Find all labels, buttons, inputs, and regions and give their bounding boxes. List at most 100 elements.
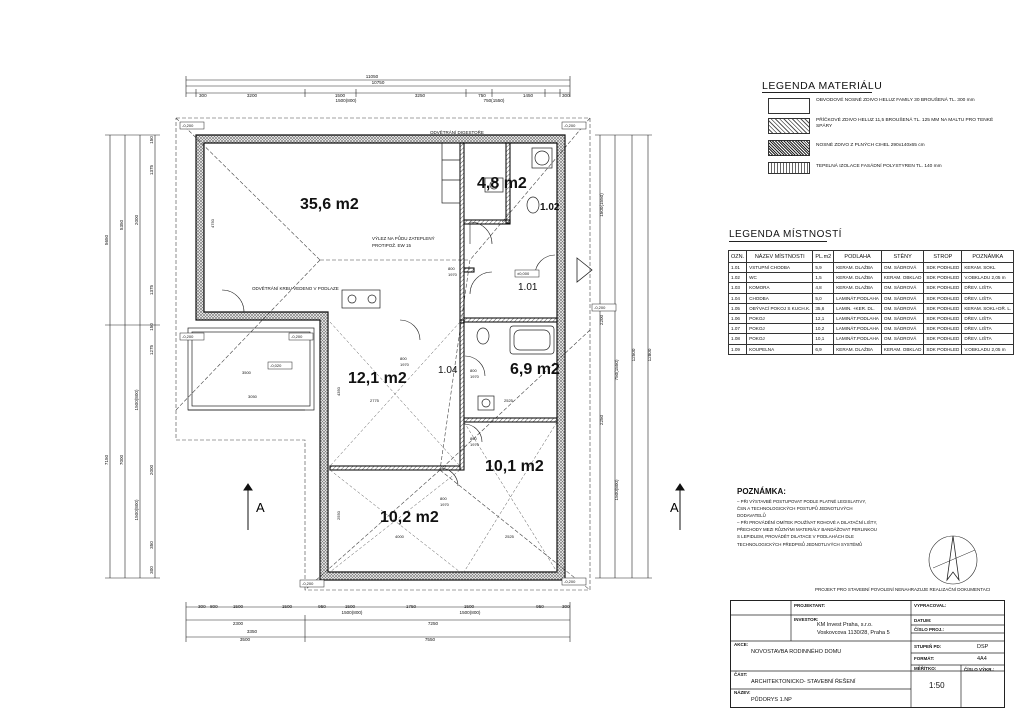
room-legend-cell: SDK PODHLED <box>923 282 963 294</box>
tb-meritko-label: MĚŘÍTKO: <box>914 666 937 671</box>
dim-left-1500: 1500(800) <box>134 389 139 410</box>
left-dimension-lines <box>105 134 160 579</box>
room-legend-cell: 1.07 <box>727 323 748 335</box>
level-3: -0,200 <box>182 334 194 339</box>
right-dimension-lines <box>595 134 652 579</box>
room-legend-cell: KOUPELNA <box>746 343 814 355</box>
dim-r2: 3200 <box>247 93 258 98</box>
dim-b10: 300 <box>562 604 570 609</box>
kitchen-counter <box>341 142 461 309</box>
door-dim-1970b: 1970 <box>448 272 458 277</box>
room-legend-cell: 35,6 <box>812 302 835 314</box>
tb-nazev-label: NÁZEV: <box>734 690 751 695</box>
room-legend-cell: SDK PODHLED <box>923 302 963 314</box>
room-table-header: OZN. NÁZEV MÍSTNOSTI PL.m2 PODLAHA STĚNY… <box>727 250 1015 263</box>
swatch-insulation <box>768 162 810 174</box>
room-legend-cell: OM. SÁDROVÁ <box>880 312 925 325</box>
dim-sub2: 750(1550) <box>484 98 505 103</box>
room-legend-cell: LAMINÁT.PODLAHA <box>833 312 882 325</box>
dim-r5: 750 <box>478 93 486 98</box>
room-legend-cell: 1.01 <box>727 261 748 274</box>
col-floor: PODLAHA <box>833 250 882 263</box>
dim-left-1275: 1275 <box>149 344 154 355</box>
tb-meritko: 1:50 <box>929 681 945 690</box>
annotation-attic: VÝLEZ NA PŮDU ZATEPLENÝ <box>372 235 435 241</box>
tb-investor-name: KM Invest Praha, s.r.o. <box>817 622 873 628</box>
room-legend-cell: V.OBKLADU 2,05 m <box>961 343 1015 355</box>
room-legend-cell: 1.05 <box>727 302 748 314</box>
dim-r4: 3250 <box>415 93 426 98</box>
legend-material-2: PŘÍČKOVÉ ZDIVO HELUZ 11,5 BROUŠENÁ TL. 1… <box>816 118 994 129</box>
room-legend-cell: 1.04 <box>727 292 748 304</box>
room-num-1-01: 1.01 <box>518 282 538 293</box>
room-legend-cell: 5,9 <box>812 261 835 274</box>
col-name: NÁZEV MÍSTNOSTI <box>746 250 814 263</box>
dim-b7: 1750 <box>406 604 417 609</box>
room-legend-cell: KERAM. SOKL+DŘ. L. <box>961 302 1015 314</box>
room-legend-cell: 1.09 <box>727 343 748 355</box>
tb-format-label: FORMÁT: <box>914 656 935 661</box>
room-legend-cell: SDK PODHLED <box>923 343 963 355</box>
col-walls: STĚNY <box>880 250 925 263</box>
dim-left-1375b: 1375 <box>149 284 154 295</box>
dim-b2: 800 <box>210 604 218 609</box>
annotation-roof: ODVĚTRÁNÍ KRBU VEDENO V PODLAZE <box>252 284 339 291</box>
tb-investor-label: INVESTOR: <box>794 617 819 622</box>
tb-akce: NOVOSTAVBA RODINNÉHO DOMU <box>751 649 842 655</box>
level-2: -0,200 <box>564 123 576 128</box>
legend-material-1: OBVODOVÉ NOSNÉ ZDIVO HELUZ FAMILY 30 BRO… <box>816 98 975 103</box>
room-legend-cell: KERAM. DLAŽBA <box>833 261 882 274</box>
dim-total: 11050 <box>366 74 379 79</box>
top-dimension-lines <box>185 76 571 97</box>
room-legend-cell: V.OBKLADU 2,05 m <box>961 272 1015 284</box>
dim-right-5: 1500(800) <box>614 479 619 500</box>
door-dim-1970d: 1970 <box>470 442 480 447</box>
compass-icon <box>928 535 978 585</box>
swatch-partition-wall <box>768 118 810 134</box>
left-dimension-labels: 5650 5350 2000 1375 150 1375 150 1275 15… <box>104 136 154 574</box>
room-dim-3050: 3050 <box>248 394 258 399</box>
tb-cast-label: ČÁST: <box>734 672 748 677</box>
annotations: ODVĚTRÁNÍ DIGESTOŘE VÝLEZ NA PŮDU ZATEPL… <box>252 128 484 291</box>
note-line: – PŘI PROVÁDĚNÍ OMÍTEK POUŽÍVAT ROHOVÉ A… <box>737 520 878 526</box>
right-dimension-labels: 1500(1550) 2200 750(1550) 2250 1500(800)… <box>599 193 652 501</box>
bathroom-fixtures <box>476 147 555 411</box>
room-legend-cell: LAMINÁT.PODLAHA <box>833 292 882 304</box>
note-line: PŘECHODY MEZI RŮZNÝMI MATERIÁLY BANDÁŽOV… <box>737 527 877 533</box>
room-area-bedroom3: 10,2 m2 <box>380 509 439 526</box>
legend-rooms-underline <box>729 241 827 242</box>
dim-s2: 1500(800) <box>460 610 481 615</box>
door-dim-800e: 800 <box>440 496 447 501</box>
room-legend-cell: POKOJ <box>746 333 814 345</box>
note-line: TECHNOLOGICKÝCH PŘEDPISŮ JEDNOTLIVÝCH SY… <box>737 541 863 547</box>
note-line: DODAVATELŮ <box>737 513 766 519</box>
bottom-dimension-lines <box>185 602 571 642</box>
title-block-grid <box>731 601 1004 707</box>
room-legend-cell: 4,8 <box>812 282 835 294</box>
dim-b8: 1500 <box>464 604 475 609</box>
room-legend-cell: SDK PODHLED <box>923 261 963 274</box>
dim-left-2000b: 2000 <box>149 464 154 475</box>
dim-s1: 1500(800) <box>342 610 363 615</box>
dim-right-4: 2250 <box>599 414 604 425</box>
col-area: PL.m2 <box>812 250 835 263</box>
tb-stupen: DSP <box>977 644 989 650</box>
room-dim-4000: 4000 <box>395 534 405 539</box>
room-legend-cell: KERAM. OBKLAD <box>880 343 925 355</box>
dim-left-1375: 1375 <box>149 164 154 175</box>
tb-stupen-label: STUPEŇ PD: <box>914 644 942 649</box>
room-area-bedroom1: 12,1 m2 <box>348 370 407 387</box>
floor-plan-drawing: 11050 10750 300 3200 1500 3250 750 1450 … <box>104 74 685 642</box>
col-ozn: OZN. <box>727 250 748 263</box>
room-legend-cell: 6,9 <box>812 343 835 355</box>
dim-r1: 300 <box>199 93 207 98</box>
level-markers: -0,200 -0,200 -0,200 -0,200 -0,200 -0,02… <box>179 121 617 588</box>
notes-title: POZNÁMKA: <box>737 487 786 496</box>
door-dim-1970: 1970 <box>400 362 410 367</box>
room-legend-cell: KERAM. DLAŽBA <box>833 272 882 284</box>
legend-materials-title: LEGENDA MATERIÁLU <box>762 80 883 92</box>
dim-left-350: 350 <box>149 541 154 549</box>
